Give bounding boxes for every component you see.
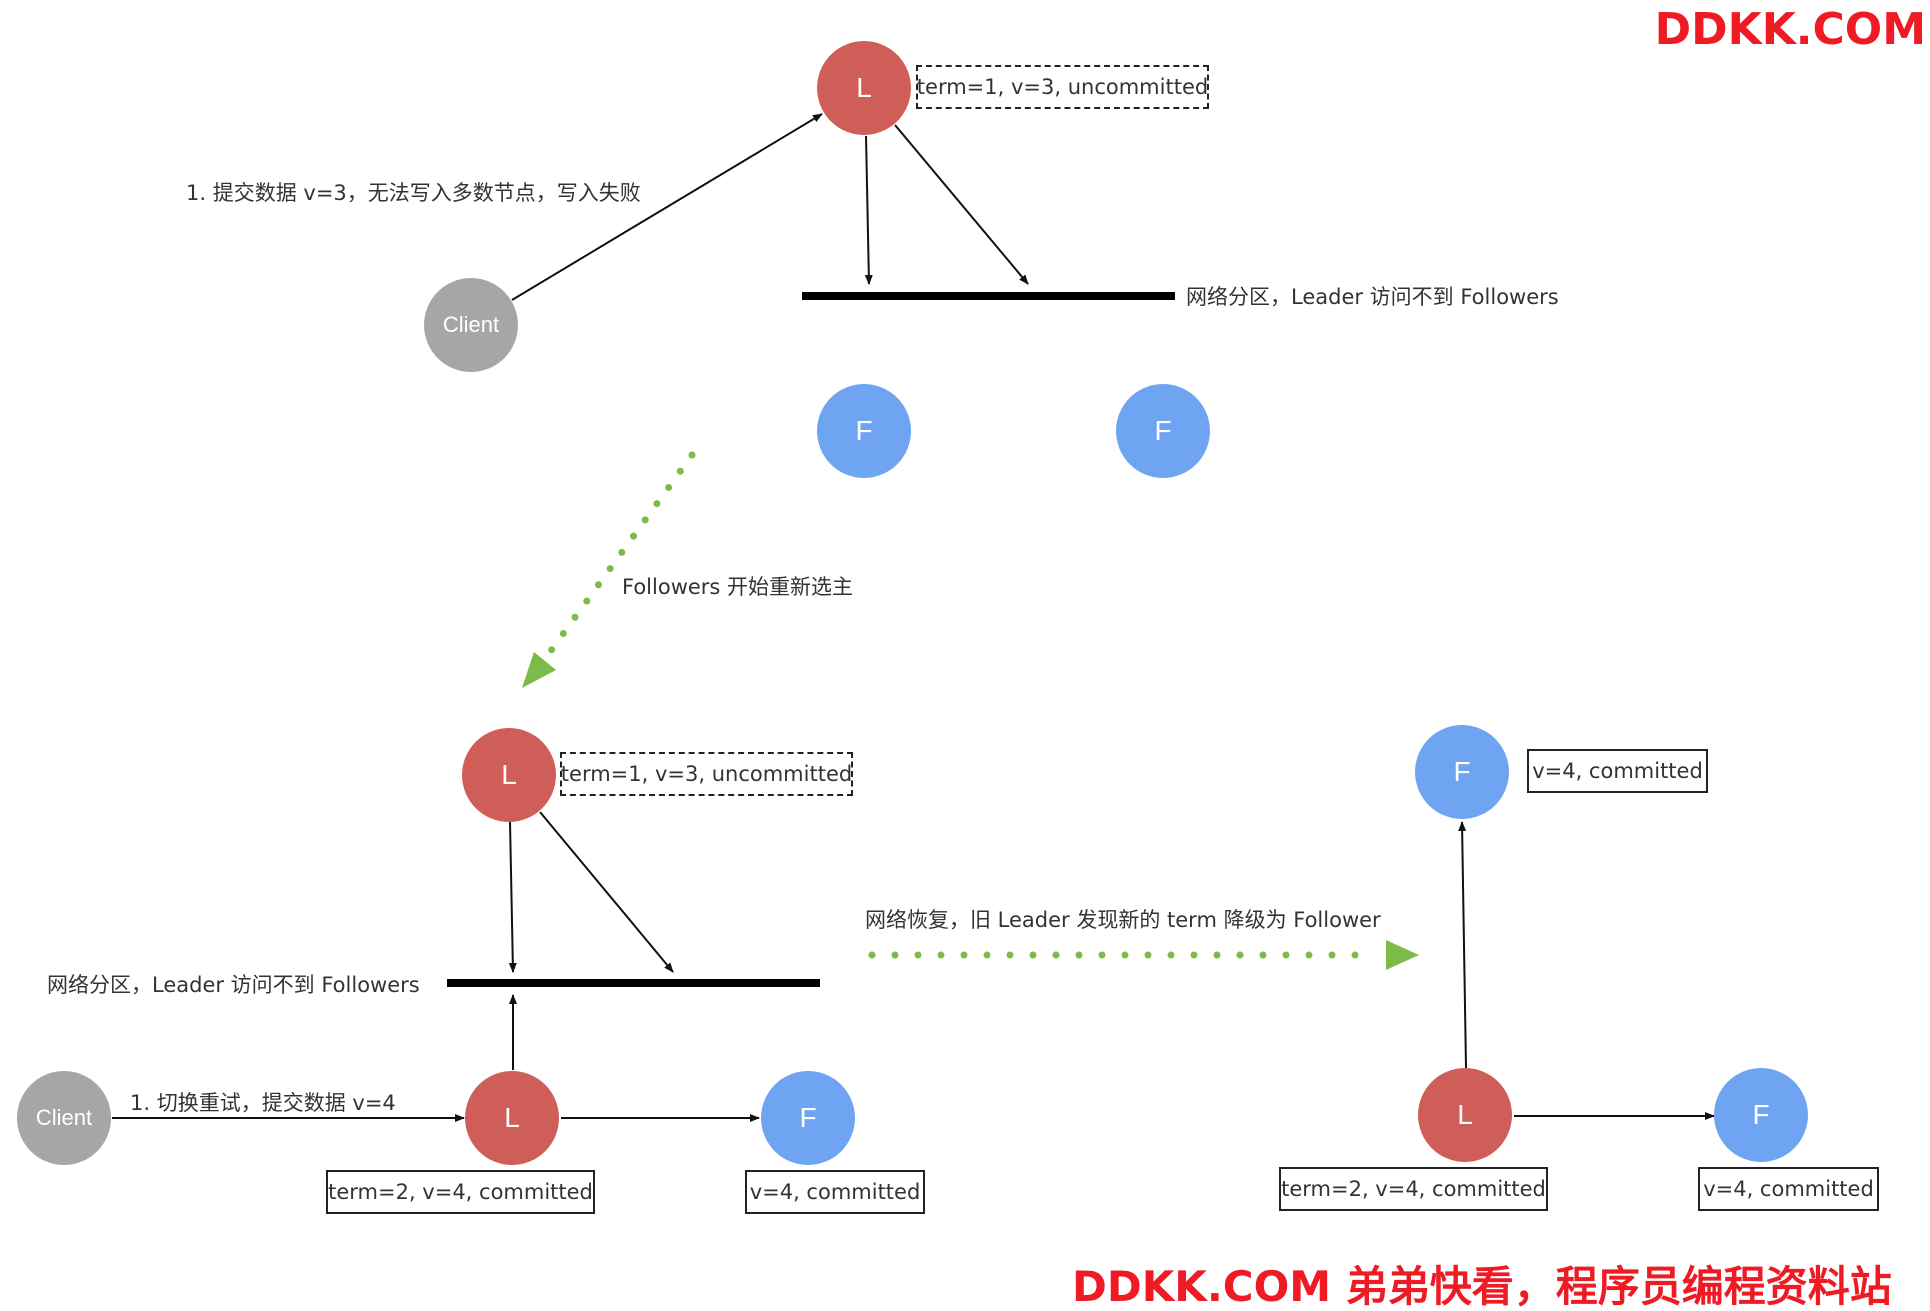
transition-dotted-arrow bbox=[546, 451, 696, 656]
transition-arrowhead bbox=[1386, 940, 1419, 970]
client-action-label: 1. 提交数据 v=3，无法写入多数节点，写入失败 bbox=[186, 181, 641, 205]
follower-state-box: v=4, committed bbox=[745, 1170, 925, 1214]
leader-to-partition-arrow bbox=[508, 821, 517, 973]
leader-node: L bbox=[817, 41, 911, 135]
node-label: Client bbox=[35, 1105, 93, 1130]
node-label: F bbox=[1154, 415, 1172, 446]
node-label: L bbox=[856, 72, 872, 103]
leader-state-box: term=1, v=3, uncommitted bbox=[916, 65, 1209, 109]
transition-label: Followers 开始重新选主 bbox=[622, 575, 854, 599]
client-node: Client bbox=[424, 278, 518, 372]
leader-node: L bbox=[1418, 1068, 1512, 1162]
partition-label: 网络分区，Leader 访问不到 Followers bbox=[47, 973, 420, 997]
partition-label: 网络分区，Leader 访问不到 Followers bbox=[1186, 285, 1559, 309]
old-leader-state-box: term=1, v=3, uncommitted bbox=[560, 752, 853, 796]
node-label: L bbox=[504, 1102, 520, 1133]
follower-state-box: v=4, committed bbox=[1698, 1167, 1879, 1211]
client-node: Client bbox=[17, 1071, 111, 1165]
follower-node: F bbox=[1714, 1068, 1808, 1162]
leader-to-partition-arrow bbox=[894, 124, 1029, 285]
node-label: L bbox=[501, 759, 517, 790]
transition-arrowhead bbox=[522, 652, 556, 688]
leader-to-follower-arrow bbox=[1458, 821, 1467, 1069]
network-partition-bar bbox=[447, 979, 820, 987]
follower-node: F bbox=[817, 384, 911, 478]
node-label: F bbox=[855, 415, 873, 446]
leader-state-box: term=2, v=4, committed bbox=[1279, 1167, 1548, 1211]
demoted-follower-node: F bbox=[1415, 725, 1509, 819]
watermark-bottom: DDKK.COM 弟弟快看，程序员编程资料站 bbox=[1072, 1262, 1892, 1311]
follower-node: F bbox=[1116, 384, 1210, 478]
node-label: F bbox=[1752, 1099, 1770, 1130]
node-label: F bbox=[799, 1102, 817, 1133]
leader-to-partition-arrow bbox=[864, 135, 873, 285]
new-leader-node: L bbox=[465, 1071, 559, 1165]
network-partition-bar bbox=[802, 292, 1175, 300]
old-leader-node: L bbox=[462, 728, 556, 822]
follower-node: F bbox=[761, 1071, 855, 1165]
client-to-leader-arrow bbox=[511, 113, 823, 301]
node-label: F bbox=[1453, 756, 1471, 787]
node-label: L bbox=[1457, 1099, 1473, 1130]
new-leader-state-box: term=2, v=4, committed bbox=[326, 1170, 595, 1214]
demoted-follower-state-box: v=4, committed bbox=[1527, 749, 1708, 793]
transition-label: 网络恢复，旧 Leader 发现新的 term 降级为 Follower bbox=[865, 908, 1381, 932]
client-action-label: 1. 切换重试，提交数据 v=4 bbox=[130, 1091, 396, 1115]
leader-to-partition-arrow bbox=[539, 811, 674, 973]
node-label: Client bbox=[442, 312, 500, 337]
watermark-top: DDKK.COM bbox=[1654, 4, 1926, 55]
